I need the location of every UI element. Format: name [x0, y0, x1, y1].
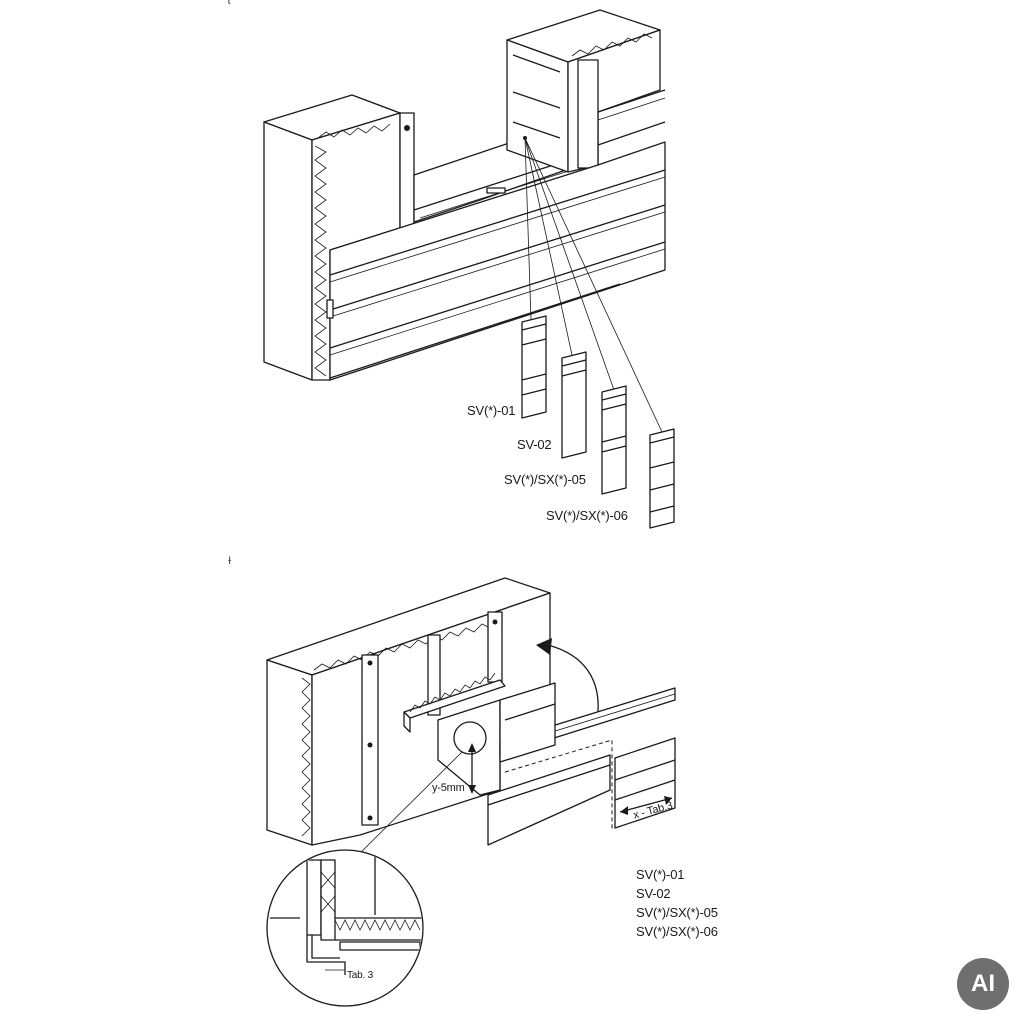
new-panels — [487, 682, 676, 846]
profile-sample-01 — [521, 315, 547, 419]
figure-marker-top: ɩ — [228, 0, 231, 7]
legend-item: SV(*)-01 — [636, 867, 685, 882]
bottom-legend: SV(*)-01 SV-02 SV(*)/SX(*)-05 SV(*)/SX(*… — [636, 865, 718, 941]
profile-sample-02 — [561, 351, 587, 459]
leader-lines — [523, 136, 663, 433]
legend-item: SV(*)/SX(*)-06 — [636, 924, 718, 939]
label-sv01: SV(*)-01 — [467, 403, 516, 418]
top-figure — [263, 9, 675, 529]
profile-sample-05 — [601, 385, 627, 495]
upper-right-block — [506, 9, 661, 173]
dimension-x — [619, 796, 673, 815]
legend-item: SV(*)/SX(*)-05 — [636, 905, 718, 920]
figure-marker-bottom: ɫ — [228, 556, 232, 567]
siding-panels — [326, 89, 666, 381]
ai-badge[interactable]: AI — [957, 958, 1009, 1010]
sill-profile — [403, 672, 506, 796]
label-sv06: SV(*)/SX(*)-06 — [546, 508, 628, 523]
ai-badge-text: AI — [971, 970, 995, 997]
label-sv05: SV(*)/SX(*)-05 — [504, 472, 586, 487]
label-sv02: SV-02 — [517, 437, 552, 452]
rotation-arrow — [536, 638, 599, 713]
detail-view — [266, 849, 424, 1007]
label-detail-tab: Tab. 3 — [347, 970, 374, 981]
legend-item: SV-02 — [636, 886, 671, 901]
profile-sample-06 — [649, 428, 675, 529]
bottom-figure — [266, 577, 676, 1007]
dimension-y — [468, 743, 476, 794]
label-dim-y: y-5mm — [432, 782, 465, 794]
